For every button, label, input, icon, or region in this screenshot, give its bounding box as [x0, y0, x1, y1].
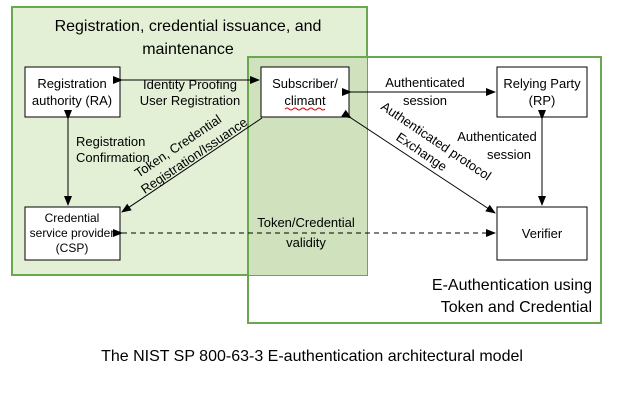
figure-caption: The NIST SP 800-63-3 E-authentication ar… [101, 348, 523, 365]
eauth-region-title-line1: E-Authentication using [432, 277, 592, 294]
registration-region-title-line2: maintenance [142, 41, 234, 58]
token-validity-label-bg [250, 216, 360, 231]
csp-label-line1: Credential [45, 211, 100, 225]
edge-subscriber-csp [121, 117, 263, 213]
edge-authenticated-session-line2: session [403, 93, 447, 108]
spellcheck-underline [284, 107, 326, 111]
csp-label-line3: (CSP) [56, 241, 89, 255]
eauth-region-title-line2: Token and Credential [441, 299, 592, 316]
edge-registration-confirmation-line1: Registration [76, 134, 145, 149]
edge-auth-protocol-label: Authenticated protocol Exchange [378, 99, 494, 184]
rp-node: Relying Party (RP) [496, 66, 588, 118]
rp-label-line2: (RP) [529, 93, 556, 108]
edge-identity-line2: User Registration [140, 93, 240, 108]
verifier-label: Verifier [522, 226, 563, 241]
rp-label-line1: Relying Party [503, 76, 581, 91]
edge-token-validity-line2: validity [286, 235, 326, 250]
ra-node: Registration authority (RA) [24, 66, 121, 118]
registration-region-title-line1: Registration, credential issuance, and [55, 18, 322, 35]
verifier-node: Verifier [496, 206, 588, 261]
csp-label-line2: service provider [30, 226, 115, 240]
eauth-region [247, 56, 602, 324]
subscriber-node: Subscriber/ climant [260, 66, 350, 118]
csp-node: Credential service provider (CSP) [24, 206, 121, 261]
ra-label-line2: authority (RA) [32, 93, 112, 108]
subscriber-label-line2: climant [284, 93, 326, 108]
edge-authenticated-session-line1: Authenticated [385, 75, 465, 90]
edge-registration-confirmation-line2: Confirmation [76, 150, 150, 165]
ra-label-line1: Registration [37, 76, 106, 91]
edge-identity-line1: Identity Proofing [143, 77, 237, 92]
edge-rp-verifier-session-line1: Authenticated [457, 129, 537, 144]
edge-subscriber-verifier [341, 109, 496, 214]
edge-rp-verifier-session-line2: session [487, 147, 531, 162]
subscriber-label-line1: Subscriber/ [272, 76, 338, 91]
edge-token-validity-line1: Token/Credential [257, 215, 355, 230]
